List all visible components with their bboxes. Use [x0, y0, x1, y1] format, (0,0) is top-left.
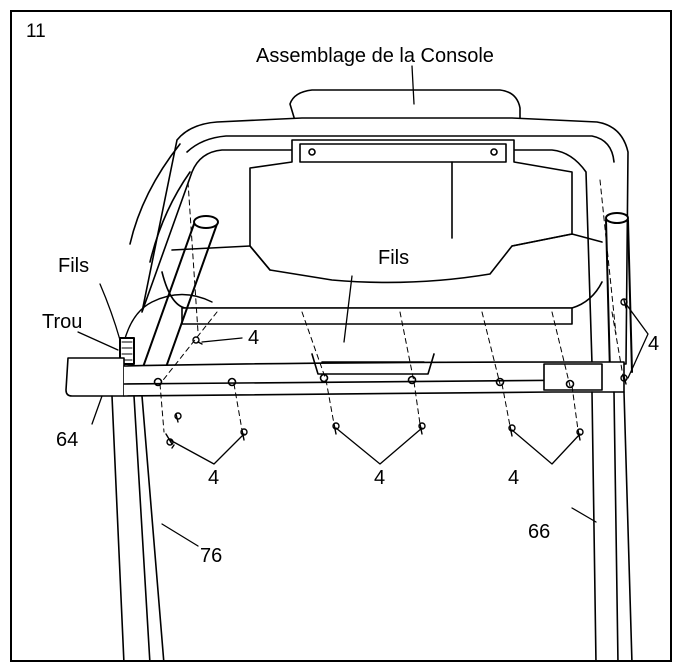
wire-bundle-left: [123, 293, 213, 343]
left-frame-tube-76: [111, 395, 165, 660]
label-console-assembly: Assemblage de la Console: [256, 45, 494, 67]
label-part-4-d: 4: [374, 467, 386, 489]
label-part-4-a: 4: [248, 327, 260, 349]
crossbar: [65, 357, 125, 397]
label-part-4-c: 4: [208, 467, 220, 489]
label-wires-center: Fils: [378, 247, 410, 269]
alignment-dashes: [159, 179, 625, 433]
left-upright-tube: [136, 223, 218, 385]
console-handle: [289, 89, 521, 125]
label-part-66: 66: [528, 521, 551, 543]
label-part-4-e: 4: [508, 467, 520, 489]
label-part-76: 76: [200, 545, 223, 567]
label-wires-left: Fils: [58, 255, 90, 277]
console-shell-inner: [186, 135, 615, 163]
label-hole: Trou: [42, 311, 83, 333]
diagram-frame: 11 Assemblage de la Console Fils Fils Tr…: [10, 10, 672, 662]
wire-bracket: [311, 353, 435, 375]
treadmill-console-illustration: [65, 65, 649, 660]
label-part-4-b: 4: [648, 333, 660, 355]
step-number: 11: [26, 21, 46, 42]
label-part-64: 64: [56, 429, 79, 451]
screws: [165, 298, 628, 449]
leader-lines: [77, 65, 649, 547]
right-frame-tube-66: [591, 391, 633, 660]
